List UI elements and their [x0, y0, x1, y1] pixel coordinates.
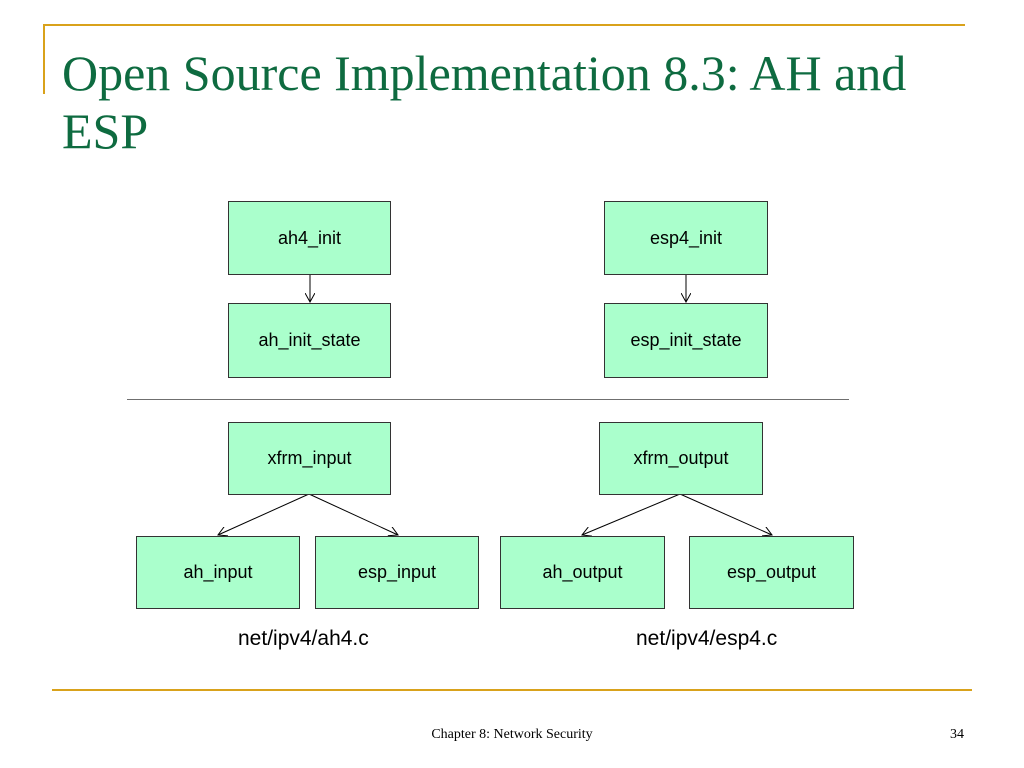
- frame-left-rule: [43, 24, 45, 94]
- box-esp-init-state: esp_init_state: [604, 303, 768, 378]
- box-esp-input: esp_input: [315, 536, 479, 609]
- box-esp-output: esp_output: [689, 536, 854, 609]
- file-label-ah4: net/ipv4/ah4.c: [238, 627, 369, 650]
- footer-rule: [52, 689, 972, 691]
- box-ah4-init: ah4_init: [228, 201, 391, 275]
- arrow-xfrm-output-to-esp-output: [679, 493, 772, 535]
- box-ah-input: ah_input: [136, 536, 300, 609]
- box-xfrm-input: xfrm_input: [228, 422, 391, 495]
- frame-top-rule: [43, 24, 965, 26]
- slide-title: Open Source Implementation 8.3: AH and E…: [62, 45, 907, 159]
- section-divider: [127, 399, 849, 400]
- arrow-xfrm-input-to-ah-input: [218, 493, 310, 535]
- box-ah-output: ah_output: [500, 536, 665, 609]
- arrow-xfrm-input-to-esp-input: [308, 493, 398, 535]
- arrow-xfrm-output-to-ah-output: [582, 493, 681, 535]
- box-xfrm-output: xfrm_output: [599, 422, 763, 495]
- footer-chapter: Chapter 8: Network Security: [431, 727, 593, 742]
- box-ah-init-state: ah_init_state: [228, 303, 391, 378]
- file-label-esp4: net/ipv4/esp4.c: [636, 627, 778, 650]
- page-number: 34: [950, 727, 964, 742]
- box-esp4-init: esp4_init: [604, 201, 768, 275]
